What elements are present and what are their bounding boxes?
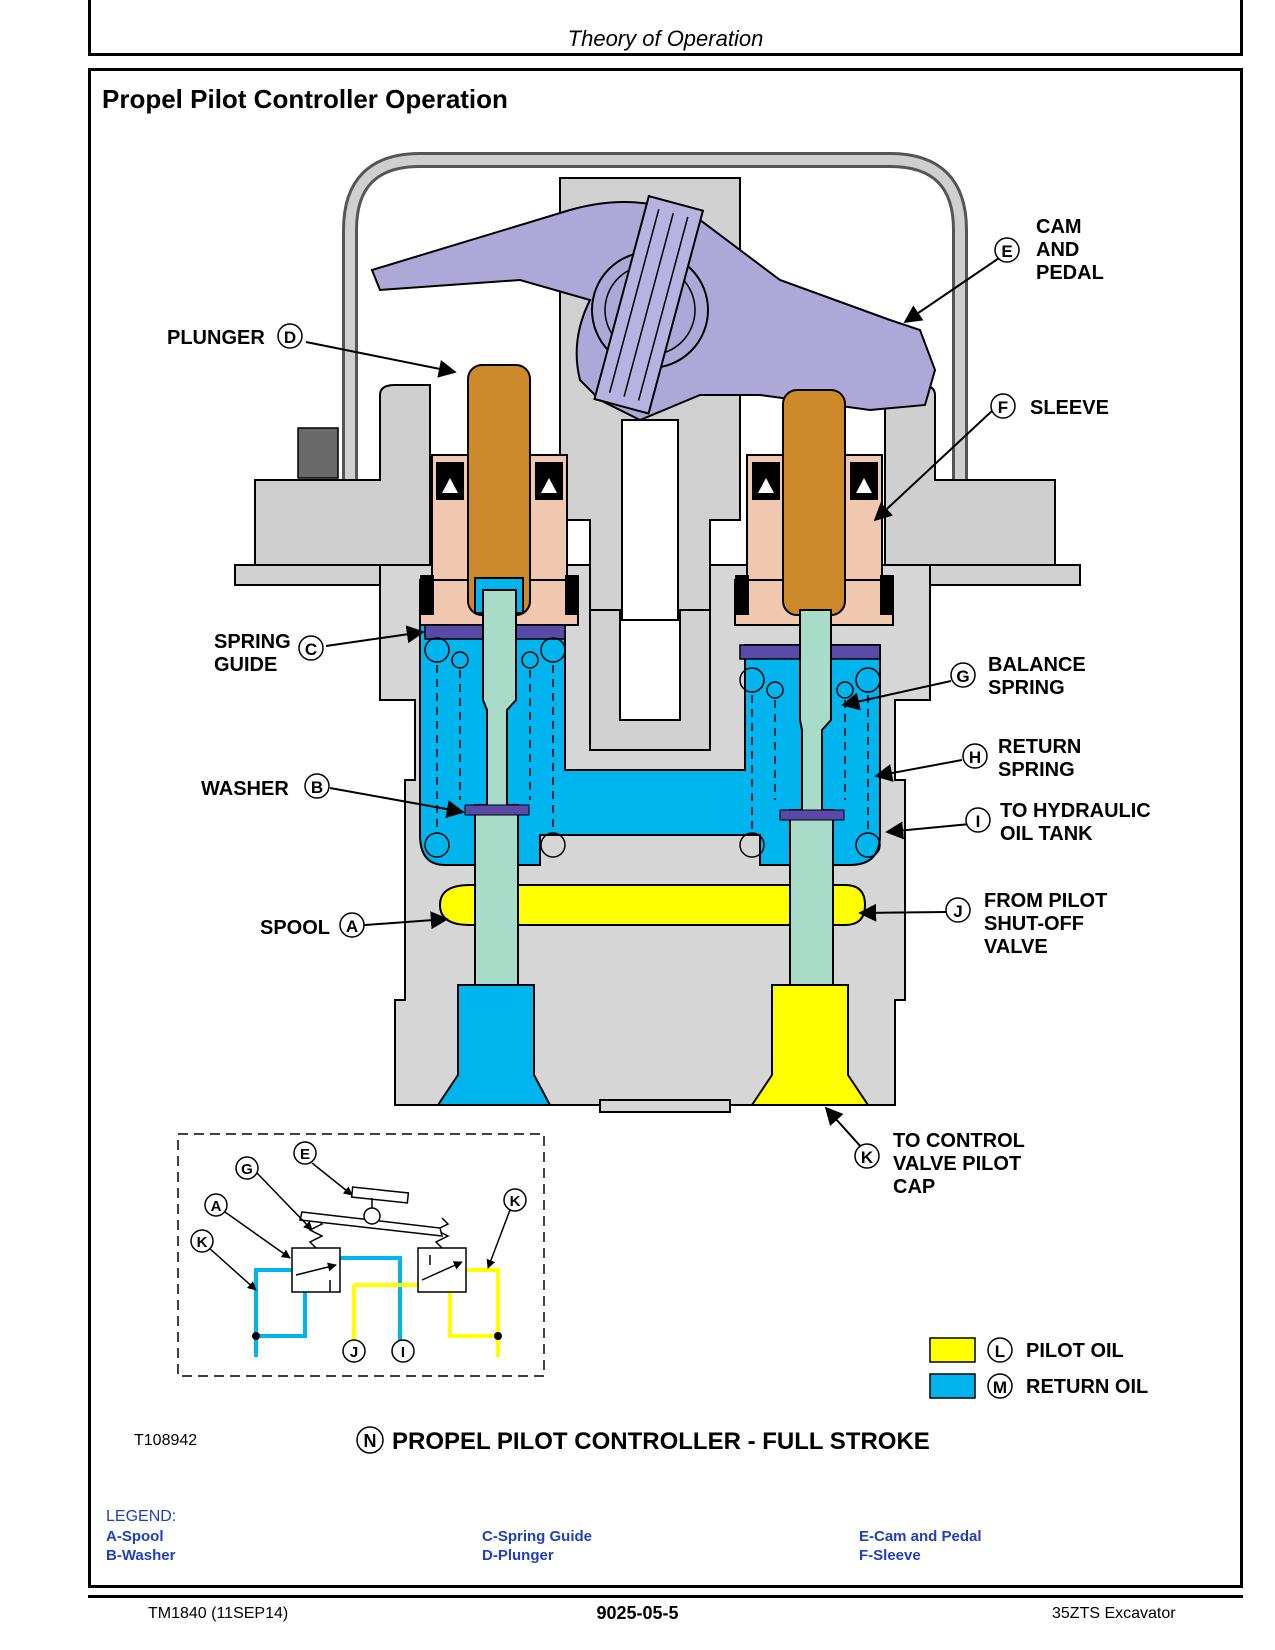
header-box: Theory of Operation xyxy=(88,0,1243,56)
figure-frame xyxy=(88,68,1243,1588)
svg-text:A: A xyxy=(346,917,358,936)
svg-text:B: B xyxy=(311,778,323,797)
header-title: Theory of Operation xyxy=(567,26,764,51)
callout-f-letter: F xyxy=(990,393,1016,419)
callout-a-label: SPOOL xyxy=(260,917,330,939)
svg-text:G: G xyxy=(956,667,969,686)
callout-k-letter: K xyxy=(854,1143,880,1169)
callout-g-letter: G xyxy=(950,662,976,688)
legend-item: E-Cam and Pedal xyxy=(859,1528,982,1545)
return-oil-swatch xyxy=(929,1373,976,1399)
legend-item: C-Spring Guide xyxy=(482,1528,592,1545)
inset-k-left-letter: K xyxy=(190,1229,214,1253)
outlet-port-left xyxy=(436,984,552,1106)
callout-d-label: PLUNGER xyxy=(167,327,265,349)
inset-a-letter: A xyxy=(204,1193,228,1217)
svg-text:I: I xyxy=(401,1344,405,1361)
inset-i-letter: I xyxy=(391,1339,415,1363)
svg-text:J: J xyxy=(350,1344,358,1361)
plunger-right xyxy=(782,389,846,616)
svg-text:I: I xyxy=(976,812,981,831)
svg-text:J: J xyxy=(953,902,962,921)
key-return-oil-label: RETURN OIL xyxy=(1026,1376,1148,1398)
footer-page-number: 9025-05-5 xyxy=(596,1603,679,1623)
callout-f-label: SLEEVE xyxy=(1030,397,1109,419)
callout-d-letter: D xyxy=(277,323,303,349)
footer-model: 35ZTS Excavator xyxy=(1052,1605,1176,1622)
footer-manual-id: TM1840 (11SEP14) xyxy=(148,1605,289,1622)
callout-b-label: WASHER xyxy=(201,778,289,800)
legend-item: B-Washer xyxy=(106,1547,176,1564)
inset-k-right-letter: K xyxy=(503,1188,527,1212)
figure-id: T108942 xyxy=(134,1432,197,1449)
callout-e-letter: E xyxy=(994,237,1020,263)
pilot-oil-swatch xyxy=(929,1337,976,1363)
svg-text:A: A xyxy=(211,1198,222,1215)
callout-a-letter: A xyxy=(339,912,365,938)
legend-item: D-Plunger xyxy=(482,1547,554,1564)
svg-text:K: K xyxy=(510,1193,521,1210)
callout-c-letter: C xyxy=(298,635,324,661)
svg-text:E: E xyxy=(1001,242,1012,261)
callout-b-letter: B xyxy=(304,773,330,799)
svg-text:K: K xyxy=(197,1234,208,1251)
svg-text:C: C xyxy=(305,640,317,659)
legend-heading: LEGEND: xyxy=(106,1508,177,1525)
svg-text:E: E xyxy=(300,1146,310,1163)
return-oil-chamber xyxy=(419,624,881,866)
svg-text:D: D xyxy=(284,328,296,347)
callout-i-letter: I xyxy=(965,807,991,833)
svg-text:K: K xyxy=(861,1148,874,1167)
callout-j-letter: J xyxy=(945,897,971,923)
callout-h-letter: H xyxy=(962,743,988,769)
svg-text:L: L xyxy=(995,1342,1005,1361)
svg-text:H: H xyxy=(969,748,981,767)
footer-rule xyxy=(88,1595,1243,1598)
inset-schematic-frame xyxy=(177,1133,545,1377)
pilot-oil-passage xyxy=(438,884,867,926)
svg-text:M: M xyxy=(993,1378,1007,1397)
outlet-port-right xyxy=(750,984,870,1106)
key-l-letter: L xyxy=(987,1337,1013,1363)
svg-text:G: G xyxy=(241,1161,253,1178)
caption-n-letter: N xyxy=(356,1426,384,1454)
svg-text:F: F xyxy=(998,398,1008,417)
legend-item: F-Sleeve xyxy=(859,1547,921,1564)
legend-item: A-Spool xyxy=(106,1528,164,1545)
svg-text:N: N xyxy=(364,1431,377,1451)
section-title: Propel Pilot Controller Operation xyxy=(102,84,508,114)
key-m-letter: M xyxy=(987,1373,1013,1399)
key-pilot-oil-label: PILOT OIL xyxy=(1026,1340,1124,1362)
inset-g-letter: G xyxy=(235,1156,259,1180)
inset-e-letter: E xyxy=(293,1141,317,1165)
inset-j-letter: J xyxy=(342,1339,366,1363)
figure-caption: PROPEL PILOT CONTROLLER - FULL STROKE xyxy=(392,1428,930,1455)
